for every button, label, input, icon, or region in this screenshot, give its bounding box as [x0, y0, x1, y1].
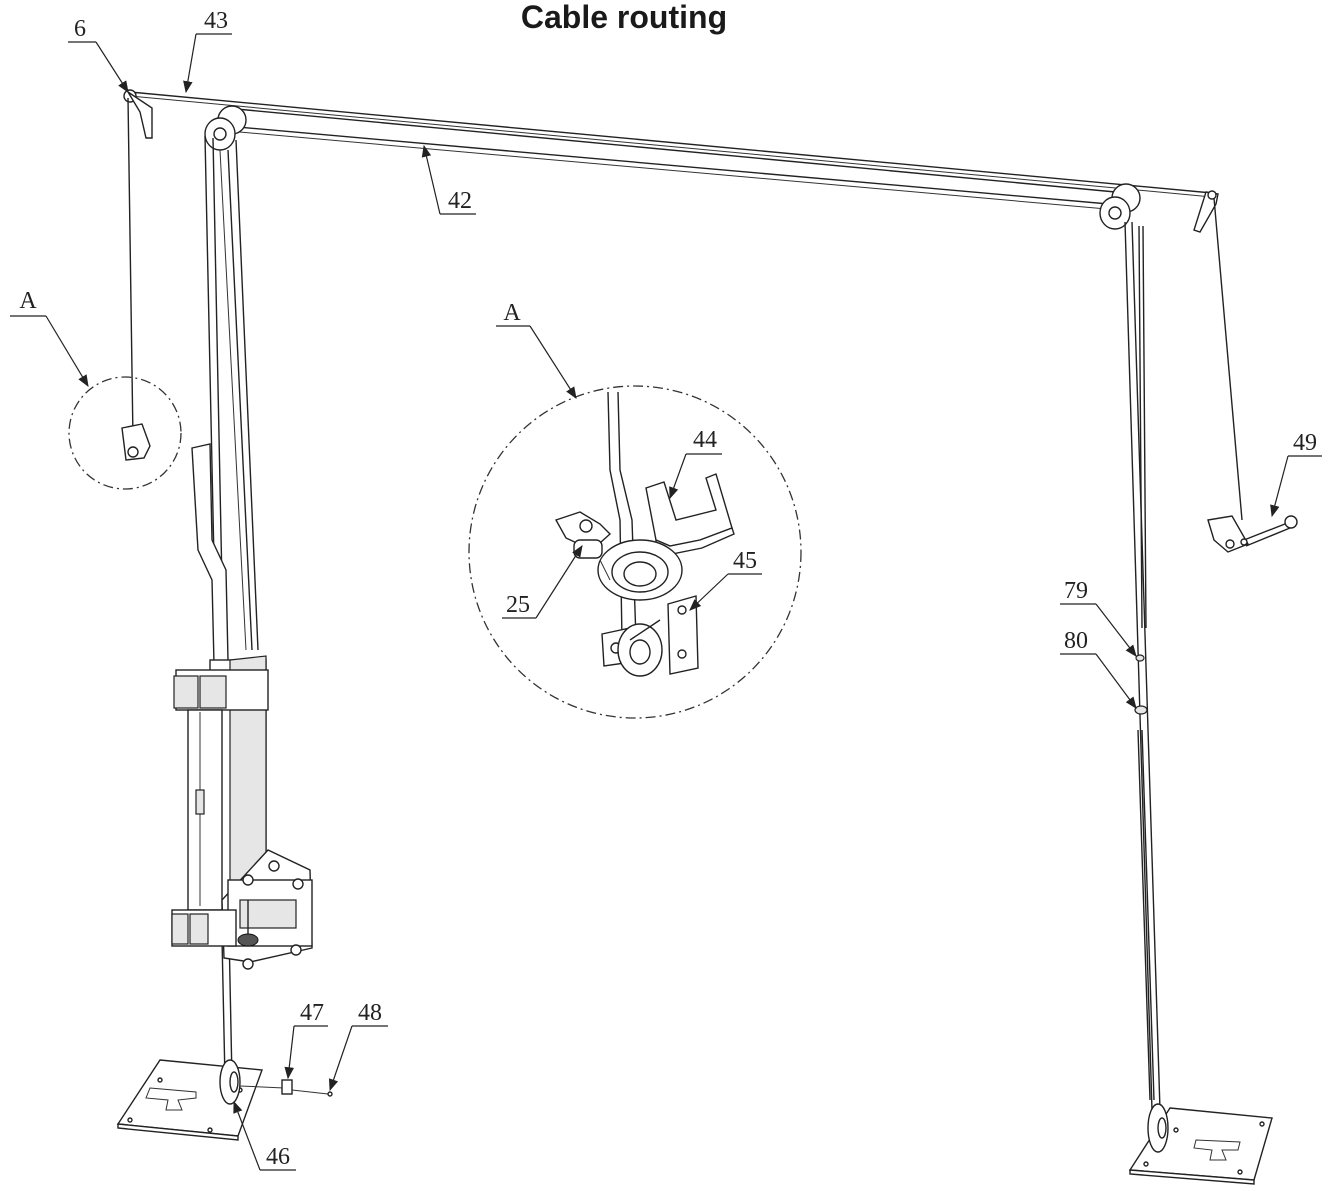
svg-text:47: 47	[300, 1000, 324, 1026]
svg-text:A: A	[19, 288, 37, 314]
left-column-assembly	[171, 443, 313, 970]
callout-a-left: A	[10, 288, 89, 388]
left-drop-cable	[127, 97, 134, 441]
svg-text:42: 42	[448, 188, 472, 214]
callout-42: 42	[421, 144, 476, 215]
right-floor-pulley	[1147, 1103, 1169, 1153]
left-overhead-pulley	[204, 105, 247, 151]
callout-45: 45	[689, 548, 762, 611]
overhead-cable-42	[225, 107, 1127, 211]
right-top-bracket	[1193, 190, 1219, 233]
overhead-cable-43	[129, 91, 1213, 198]
svg-text:25: 25	[506, 592, 530, 618]
callout-44: 44	[669, 427, 722, 500]
cable-stop-80	[1134, 705, 1148, 715]
left-top-pulley-bracket	[123, 89, 153, 139]
right-drop-cable	[1213, 197, 1243, 521]
callout-80: 80	[1060, 628, 1137, 709]
svg-text:79: 79	[1064, 578, 1088, 604]
left-floor-pulley	[219, 1059, 333, 1105]
svg-text:6: 6	[74, 16, 86, 42]
callout-43: 43	[183, 8, 232, 94]
svg-text:45: 45	[733, 548, 757, 574]
hand-winch	[1207, 515, 1298, 553]
svg-text:48: 48	[358, 1000, 382, 1026]
callout-47: 47	[284, 1000, 328, 1080]
detail-a-reference-circle	[68, 376, 182, 490]
callout-79: 79	[1060, 578, 1137, 657]
svg-text:80: 80	[1064, 628, 1088, 654]
right-overhead-pulley	[1099, 183, 1141, 230]
right-vertical-cables	[1124, 221, 1161, 1111]
callout-a-detail: A	[496, 300, 577, 400]
callout-46: 46	[233, 1100, 296, 1171]
left-floor-plate	[116, 1059, 263, 1141]
svg-text:A: A	[503, 300, 521, 326]
callout-25: 25	[502, 544, 583, 619]
cable-stop-79	[1135, 654, 1145, 662]
svg-text:43: 43	[204, 8, 228, 34]
diagram-title: Cable routing	[521, 0, 727, 35]
callout-48: 48	[328, 1000, 388, 1092]
svg-text:44: 44	[693, 427, 717, 453]
svg-text:46: 46	[266, 1144, 290, 1170]
callout-6: 6	[68, 16, 129, 94]
svg-text:49: 49	[1293, 430, 1317, 456]
callout-49: 49	[1270, 430, 1322, 518]
